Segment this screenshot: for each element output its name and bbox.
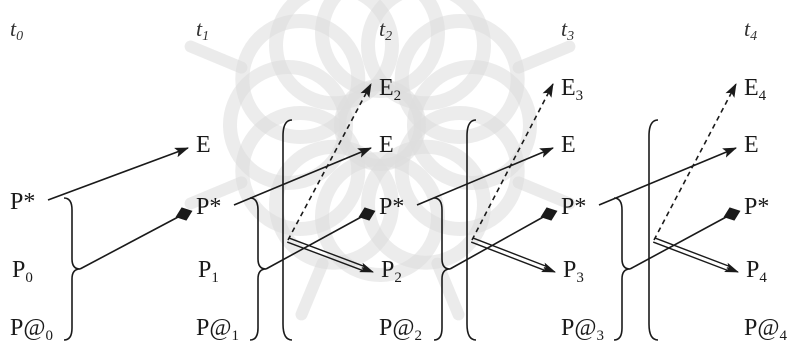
connections	[47, 83, 739, 273]
edge-brace-to-diamond-3	[449, 215, 546, 270]
node-p-1: P1	[198, 257, 219, 286]
edge-double-to-p-4-rail-a	[652, 241, 729, 272]
outer-brace-2	[466, 119, 477, 341]
node-p-at-4: P@4	[744, 315, 787, 344]
edge-double-to-p-3-rail-b	[472, 237, 547, 268]
diamond-1	[175, 207, 193, 221]
node-p-star-1: P*	[196, 194, 222, 220]
node-e-indexed-2: E2	[379, 75, 402, 104]
watermark-petal	[235, 14, 366, 144]
node-p-at-0: P@0	[10, 315, 53, 344]
node-e-3: E	[561, 132, 576, 158]
edge-double-to-p-2-rail-a	[286, 241, 364, 272]
node-p-star-4: P*	[744, 194, 770, 220]
node-p-star-3: P*	[561, 194, 587, 220]
diamond-2	[358, 207, 376, 221]
watermark-ray	[184, 176, 248, 210]
edge-brace-to-diamond-2	[265, 215, 364, 270]
time-label-t0: t0	[10, 16, 24, 44]
edge-brace-to-diamond-1	[79, 215, 181, 270]
watermark-petal	[361, 0, 491, 111]
node-p-2: P2	[381, 257, 402, 286]
time-label-t3: t3	[561, 16, 575, 44]
node-p-3: P3	[563, 257, 584, 286]
edge-double-to-p-4-head	[724, 262, 739, 273]
watermark-ornament	[184, 0, 576, 321]
inner-brace-3	[613, 197, 631, 341]
edge-double-to-p-2-head	[359, 262, 374, 273]
watermark-ray	[512, 176, 576, 210]
node-p-star-2: P*	[379, 194, 405, 220]
diamond-3	[540, 207, 558, 221]
node-p-4: P4	[746, 257, 767, 286]
diamond-4	[723, 207, 741, 221]
node-p-star-0: P*	[10, 189, 36, 215]
edge-dashed-to-e-indexed-2	[287, 83, 372, 241]
node-p-0: P0	[12, 257, 33, 286]
edge-double-to-p-3-head	[541, 262, 556, 273]
watermark-ray	[512, 40, 576, 74]
edge-double-to-p-3-rail-a	[470, 241, 546, 272]
edge-pstar-to-e-1	[47, 147, 189, 201]
edge-dashed-to-e-indexed-3	[471, 83, 554, 241]
node-e-indexed-3: E3	[561, 75, 584, 104]
edge-pstar-to-e-3	[416, 147, 554, 206]
edge-brace-to-diamond-4	[629, 215, 729, 270]
node-p-at-1: P@1	[196, 315, 239, 344]
node-e-1: E	[196, 132, 211, 158]
node-e-indexed-4: E4	[744, 75, 767, 104]
outer-brace-1	[282, 119, 293, 341]
outer-brace-3	[648, 119, 659, 341]
watermark-core	[334, 79, 426, 171]
node-p-at-2: P@2	[379, 315, 422, 344]
watermark-petal	[394, 14, 525, 144]
watermark-ray	[295, 257, 329, 321]
watermark-petal	[269, 0, 399, 111]
edge-dashed-to-e-indexed-4	[653, 83, 737, 241]
watermark-petal	[394, 106, 525, 236]
node-e-4: E	[744, 132, 759, 158]
time-label-t1: t1	[196, 16, 210, 44]
edge-double-to-p-2-rail-b	[288, 237, 365, 268]
watermark-ray	[431, 257, 465, 321]
edge-double-to-p-4-rail-b	[654, 237, 730, 268]
node-p-at-3: P@3	[561, 315, 604, 344]
node-e-2: E	[379, 132, 394, 158]
time-label-t4: t4	[744, 16, 758, 44]
watermark-ray	[184, 40, 248, 74]
inner-brace-0	[63, 197, 81, 341]
edge-pstar-to-e-2	[233, 147, 372, 206]
watermark-petal	[269, 139, 399, 270]
edge-pstar-to-e-4	[598, 147, 737, 206]
time-label-t2: t2	[379, 16, 393, 44]
diamond-markers	[175, 207, 741, 221]
